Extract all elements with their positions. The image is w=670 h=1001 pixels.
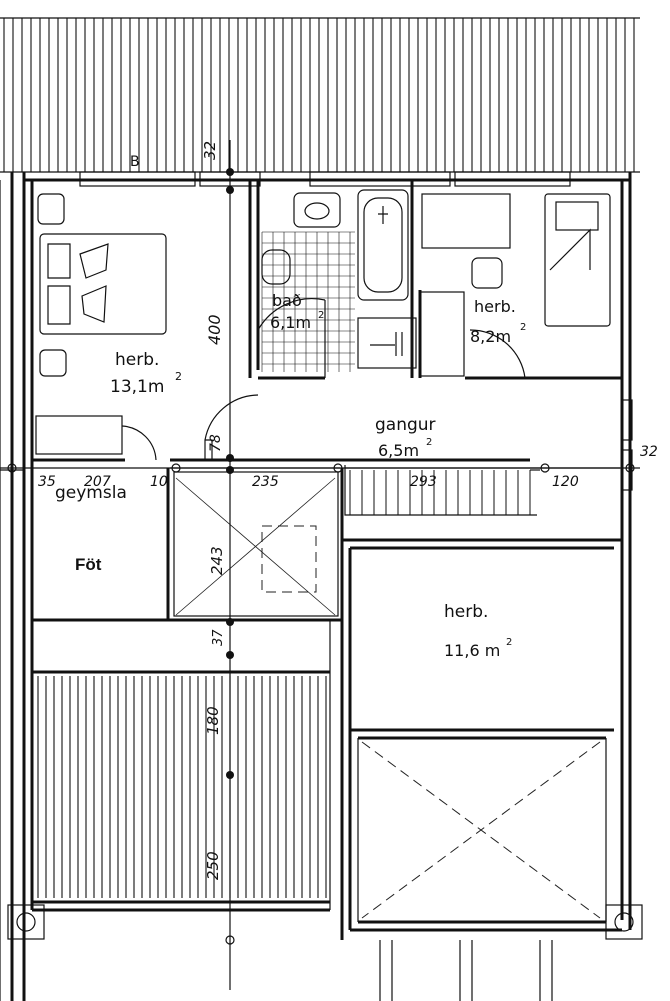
label-bedroom-large-sup: 2 [175, 370, 182, 383]
dim-10: 10 [150, 474, 168, 490]
label-bathroom-area: 6,1m [270, 313, 311, 332]
dim-243: 243 [208, 546, 226, 575]
dimension-labels: 32 400 78 35 207 10 235 293 120 32 243 3… [38, 141, 658, 880]
dimension-line-vertical [225, 140, 235, 990]
dim-top-32: 32 [201, 141, 219, 160]
label-bedroom-lower-name: herb. [444, 602, 488, 622]
label-bedroom-small-sup: 2 [520, 322, 526, 333]
dim-400: 400 [205, 314, 224, 345]
label-hallway-sup: 2 [426, 437, 432, 448]
dim-235: 235 [252, 474, 279, 490]
dim-293: 293 [410, 474, 437, 490]
outer-walls [0, 172, 632, 1001]
dim-78: 78 [208, 434, 224, 452]
label-bedroom-lower-sup: 2 [506, 637, 512, 648]
roof-hatching-top [3, 18, 635, 172]
label-bedroom-lower-area: 11,6 m [444, 641, 500, 660]
label-bedroom-small-area: 8,2m [470, 327, 511, 346]
balcony-hatching [37, 676, 327, 898]
interior-walls [32, 180, 622, 940]
furniture-bedroom-small [419, 193, 611, 379]
dim-180: 180 [204, 706, 222, 735]
label-storage-subtitle: Föt [75, 555, 102, 574]
dim-120: 120 [552, 474, 579, 490]
label-bathroom-sup: 2 [318, 310, 324, 321]
dimension-line-horizontal [0, 463, 640, 473]
label-bedroom-small-name: herb. [474, 297, 516, 316]
dim-right-32: 32 [640, 444, 658, 460]
label-hallway-name: gangur [375, 415, 436, 435]
label-hallway-area: 6,5m [378, 441, 419, 460]
dim-207: 207 [84, 474, 111, 490]
dim-35: 35 [38, 474, 56, 490]
label-bedroom-large-name: herb. [115, 350, 159, 370]
room-labels: herb. 13,1m 2 bað 6,1m 2 herb. 8,2m 2 ga… [55, 291, 526, 660]
bathroom-fixtures [257, 189, 417, 378]
label-bedroom-large-area: 13,1m [110, 377, 164, 397]
furniture-bedroom-large [35, 193, 167, 461]
void-diagonals [361, 741, 601, 919]
mark-b: B [130, 154, 140, 170]
side-windows [621, 399, 633, 491]
label-bathroom-name: bað [272, 291, 302, 310]
columns [7, 904, 643, 1001]
dim-37: 37 [211, 629, 226, 646]
hall-door [204, 394, 259, 460]
dim-250: 250 [204, 851, 222, 880]
label-storage-name: geymsla [55, 483, 127, 503]
